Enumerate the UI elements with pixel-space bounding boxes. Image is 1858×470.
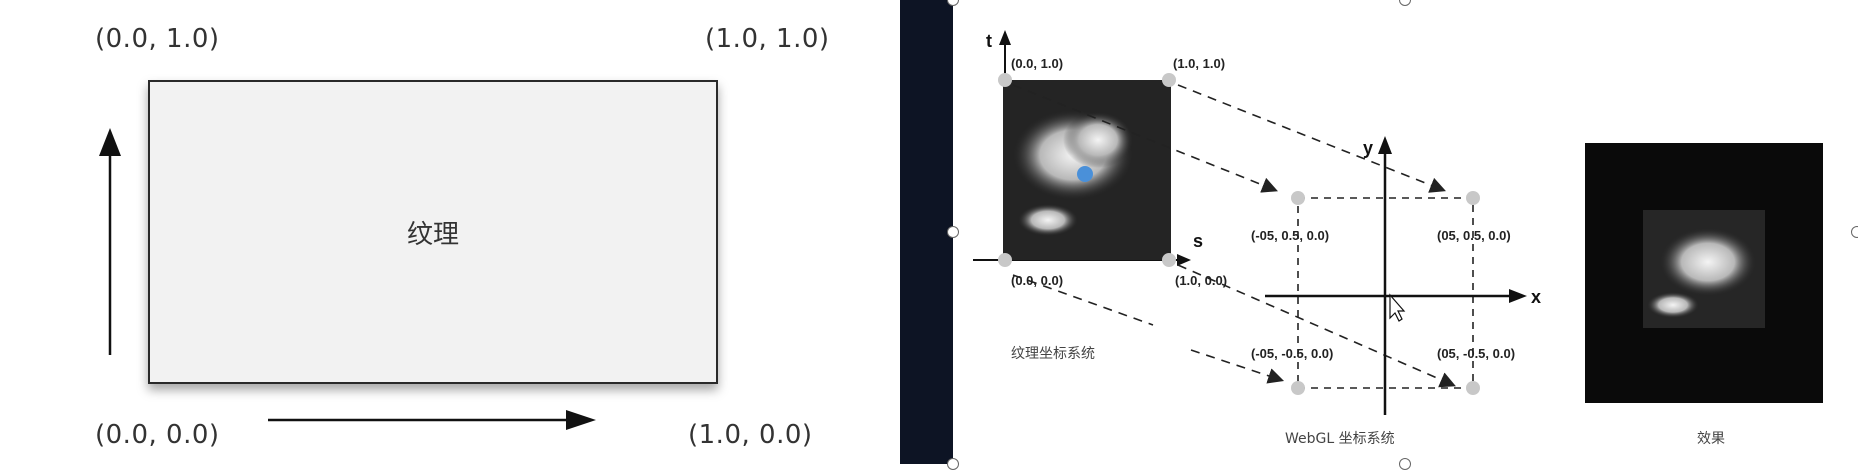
tex-coord-top-right: (1.0, 1.0)	[1173, 56, 1225, 71]
texture-corner-dot	[998, 73, 1012, 87]
x-axis-label: x	[1531, 287, 1541, 307]
s-axis-arrowhead	[1177, 254, 1191, 266]
corner-label-top-left: (0.0, 1.0)	[95, 24, 220, 54]
resize-handle-bottom[interactable]	[1399, 458, 1411, 470]
texture-rectangle: 纹理	[148, 80, 718, 384]
left-diagram-panel: (0.0, 1.0) (1.0, 1.0) (0.0, 0.0) (1.0, 0…	[0, 0, 900, 464]
texture-corner-dot	[1162, 253, 1176, 267]
corner-label-top-right: (1.0, 1.0)	[705, 24, 830, 54]
mapping-arrow	[1177, 264, 1456, 388]
tex-coord-bottom-right: (1.0, 0.0)	[1175, 273, 1227, 288]
y-axis-arrowhead	[1378, 136, 1392, 154]
tex-coord-top-left: (0.0, 1.0)	[1011, 56, 1063, 71]
coordinate-diagram: t s (0.0, 1.0) (1.0, 1.0) (0.0, 0.0) (1.…	[973, 30, 1823, 447]
s-axis-label: s	[1193, 231, 1203, 251]
tex-coord-bottom-left: (0.0, 0.0)	[1011, 273, 1063, 288]
mapping-arrow	[1177, 84, 1446, 193]
webgl-corner-dot	[1291, 381, 1305, 395]
texture-corner-dot	[1162, 73, 1176, 87]
center-marker	[1077, 166, 1093, 182]
effect-cloud	[1647, 292, 1699, 318]
webgl-corner-dot	[1466, 381, 1480, 395]
resize-handle-right[interactable]	[1851, 226, 1858, 238]
webgl-coord-top-left: (-05, 0.5, 0.0)	[1251, 228, 1329, 243]
right-diagram-panel[interactable]: t s (0.0, 1.0) (1.0, 1.0) (0.0, 0.0) (1.…	[947, 0, 1858, 470]
vertical-arrowhead	[99, 128, 121, 156]
t-axis-arrowhead	[999, 30, 1011, 45]
mouse-cursor-icon	[1378, 289, 1406, 322]
t-axis-label: t	[986, 31, 992, 51]
horizontal-arrowhead	[566, 410, 596, 430]
corner-label-bottom-left: (0.0, 0.0)	[95, 420, 220, 450]
webgl-coord-bottom-right: (05, -0.5, 0.0)	[1437, 346, 1515, 361]
webgl-corner-dot	[1291, 191, 1305, 205]
caption-webgl-coords: WebGL 坐标系统	[1285, 431, 1395, 447]
corner-label-bottom-right: (1.0, 0.0)	[688, 420, 813, 450]
caption-texture-coords: 纹理坐标系统	[1011, 346, 1095, 362]
x-axis-arrowhead	[1509, 289, 1527, 303]
resize-handle-bottom-left[interactable]	[947, 458, 959, 470]
mapping-arrow	[1012, 274, 1154, 326]
caption-result: 效果	[1697, 431, 1725, 447]
effect-cloud	[1660, 228, 1756, 296]
webgl-coord-bottom-left: (-05, -0.5, 0.0)	[1251, 346, 1333, 361]
webgl-coord-top-right: (05, 0.5, 0.0)	[1437, 228, 1511, 243]
divider-strip	[900, 0, 953, 464]
texture-corner-dot	[998, 253, 1012, 267]
y-axis-label: y	[1363, 138, 1373, 158]
texture-label: 纹理	[406, 220, 459, 250]
cloud-shape	[1018, 204, 1078, 236]
resize-handle-left[interactable]	[947, 226, 959, 238]
left-arrows	[99, 128, 596, 430]
cloud-shape	[1063, 112, 1133, 168]
webgl-corner-dot	[1466, 191, 1480, 205]
